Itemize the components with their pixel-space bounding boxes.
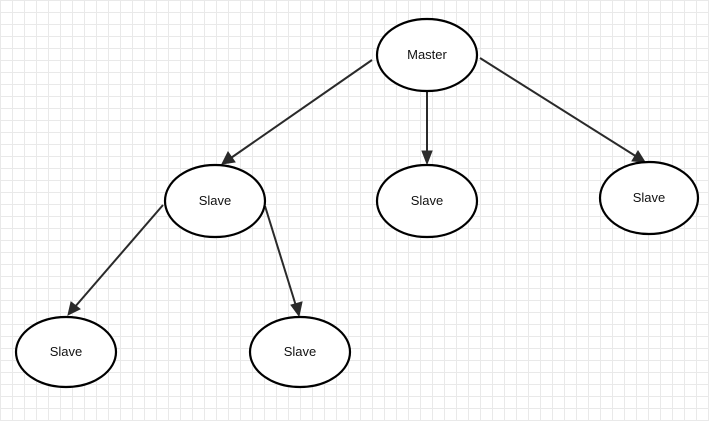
node-label: Master (407, 47, 447, 62)
node-label: Slave (199, 193, 232, 208)
node-slave-2: Slave (375, 163, 479, 239)
edge-master-to-slave-1 (221, 59, 373, 165)
edge-master-to-slave-3 (479, 57, 646, 163)
node-slave-3: Slave (598, 160, 700, 236)
node-slave-5: Slave (248, 315, 352, 389)
node-slave-4: Slave (14, 315, 118, 389)
node-label: Slave (284, 344, 317, 359)
node-slave-1: Slave (163, 163, 267, 239)
node-label: Slave (50, 344, 83, 359)
node-master: Master (375, 17, 479, 93)
edge-slave-1-to-slave-5 (264, 205, 303, 318)
edges (67, 57, 646, 318)
node-label: Slave (411, 193, 444, 208)
edge-master-to-slave-2 (421, 90, 433, 166)
edge-slave-1-to-slave-4 (67, 204, 164, 316)
node-label: Slave (633, 190, 666, 205)
